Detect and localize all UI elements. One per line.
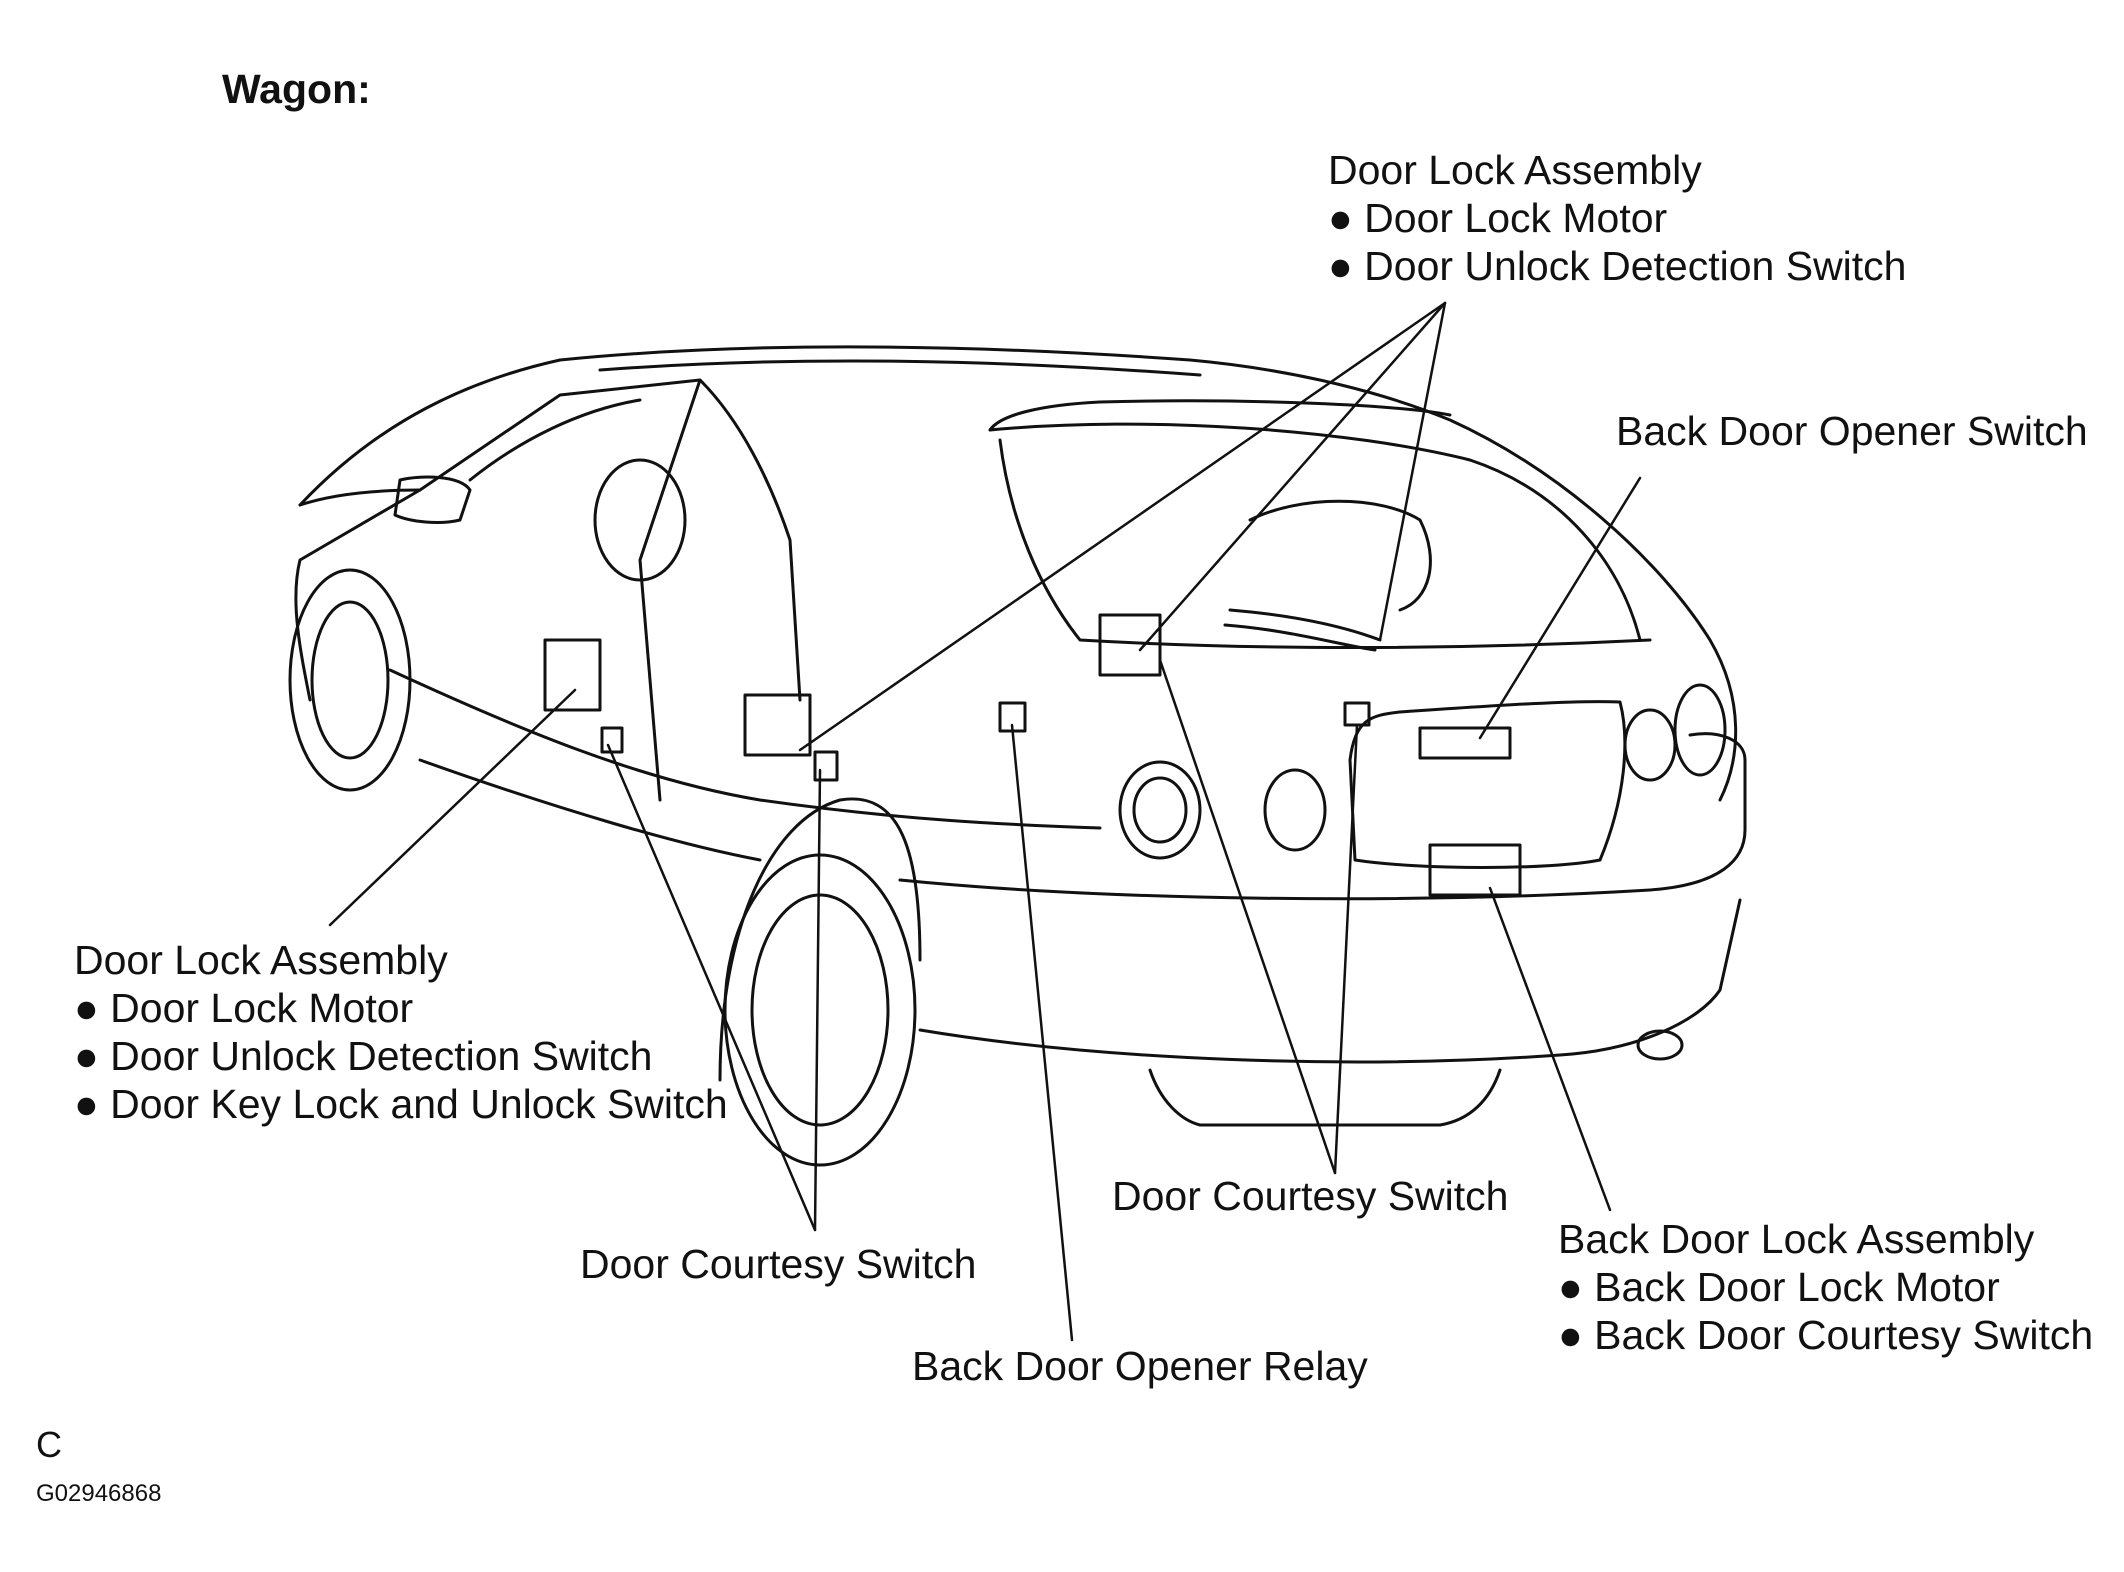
roof-outline	[298, 345, 1738, 802]
tail-light-far-right	[1673, 683, 1727, 777]
seat-outline	[1248, 499, 1432, 612]
leader-rear-lock-2	[1138, 301, 1447, 652]
callout-rear-door-courtesy-switch: Door Courtesy Switch	[1112, 1172, 1508, 1220]
roof-edge	[598, 359, 1202, 377]
windshield	[468, 398, 642, 482]
side-mirror	[393, 475, 472, 524]
tail-light-left	[1118, 760, 1202, 860]
rear-door-lock-component	[743, 693, 812, 757]
exhaust-pipe	[1636, 1029, 1684, 1061]
callout-heading: Door Lock Assembly	[1328, 147, 1702, 193]
rear-bumper	[898, 732, 1747, 901]
callout-back-door-opener-relay: Back Door Opener Relay	[912, 1342, 1368, 1390]
wiring-harness-right	[1223, 623, 1377, 652]
steering-wheel	[593, 458, 687, 582]
leader-back-opener-switch	[1478, 476, 1642, 740]
wiring-harness-left	[1228, 608, 1382, 642]
callout-heading: Back Door Lock Assembly	[1558, 1216, 2035, 1262]
front-door-lock-component	[543, 638, 602, 712]
spoiler	[988, 399, 1452, 432]
corner-letter: C	[36, 1424, 62, 1465]
leader-back-opener-relay	[1010, 723, 1074, 1342]
callout-rear-door-lock-assembly: Door Lock Assembly ● Door Lock Motor ● D…	[1328, 146, 1906, 290]
leader-rear-lock-1	[798, 301, 1447, 752]
leader-front-lock	[328, 688, 577, 927]
rear-window	[988, 422, 1642, 642]
hood-outline	[294, 488, 422, 702]
front-courtesy-switch-component	[600, 726, 624, 754]
callout-heading: Door Lock Assembly	[74, 937, 448, 983]
callout-front-door-courtesy-switch: Door Courtesy Switch	[580, 1240, 976, 1288]
callout-back-door-opener-switch: Back Door Opener Switch	[1616, 407, 2088, 455]
rear-wheel-inner	[750, 893, 890, 1127]
rear-glass-lower	[998, 438, 1652, 649]
callout-item: ● Door Unlock Detection Switch	[1328, 243, 1907, 289]
tail-light-mid	[1263, 768, 1327, 852]
leader-rear-lock-3	[1378, 301, 1447, 642]
rear-wheel-arch	[718, 797, 922, 1082]
rear-courtesy-switch-component	[813, 750, 839, 782]
diagram-title: Wagon:	[222, 66, 371, 112]
lower-body	[918, 898, 1742, 1064]
callout-heading: Door Courtesy Switch	[580, 1241, 977, 1287]
front-wheel-outer	[288, 568, 412, 792]
leader-rear-courtesy-1	[1158, 658, 1337, 1175]
callout-back-door-lock-assembly: Back Door Lock Assembly ● Back Door Lock…	[1558, 1215, 2093, 1359]
callout-heading: Back Door Opener Relay	[912, 1343, 1368, 1389]
b-pillar	[638, 378, 702, 802]
leader-front-courtesy-1	[606, 743, 817, 1232]
front-wheel-inner	[310, 600, 390, 760]
callout-item: ● Door Key Lock and Unlock Switch	[74, 1081, 728, 1127]
figure-code: G02946868	[36, 1480, 162, 1507]
back-door-lock-component	[1428, 843, 1522, 897]
leader-back-door-lock	[1488, 886, 1612, 1212]
rocker-line	[418, 758, 762, 862]
leader-rear-courtesy-2	[1333, 723, 1359, 1175]
callout-item: ● Back Door Courtesy Switch	[1558, 1312, 2094, 1358]
rear-lower-bumper	[1148, 1068, 1502, 1127]
callout-item: ● Door Unlock Detection Switch	[74, 1033, 653, 1079]
callout-heading: Back Door Opener Switch	[1616, 408, 2088, 454]
back-door-opener-switch-component	[1418, 726, 1512, 760]
callout-heading: Door Courtesy Switch	[1112, 1173, 1509, 1219]
leader-front-courtesy-2	[813, 768, 822, 1232]
body-side-line	[388, 668, 1102, 830]
rear-latch-component	[1098, 613, 1162, 677]
callout-item: ● Door Lock Motor	[74, 985, 414, 1031]
callout-front-door-lock-assembly: Door Lock Assembly ● Door Lock Motor ● D…	[74, 936, 728, 1128]
callout-item: ● Door Lock Motor	[1328, 195, 1668, 241]
tail-light-right	[1623, 708, 1677, 782]
front-door-frame	[418, 378, 802, 702]
tail-light-left-inner	[1132, 776, 1188, 844]
callout-item: ● Back Door Lock Motor	[1558, 1264, 2000, 1310]
back-door-panel	[1348, 700, 1627, 869]
